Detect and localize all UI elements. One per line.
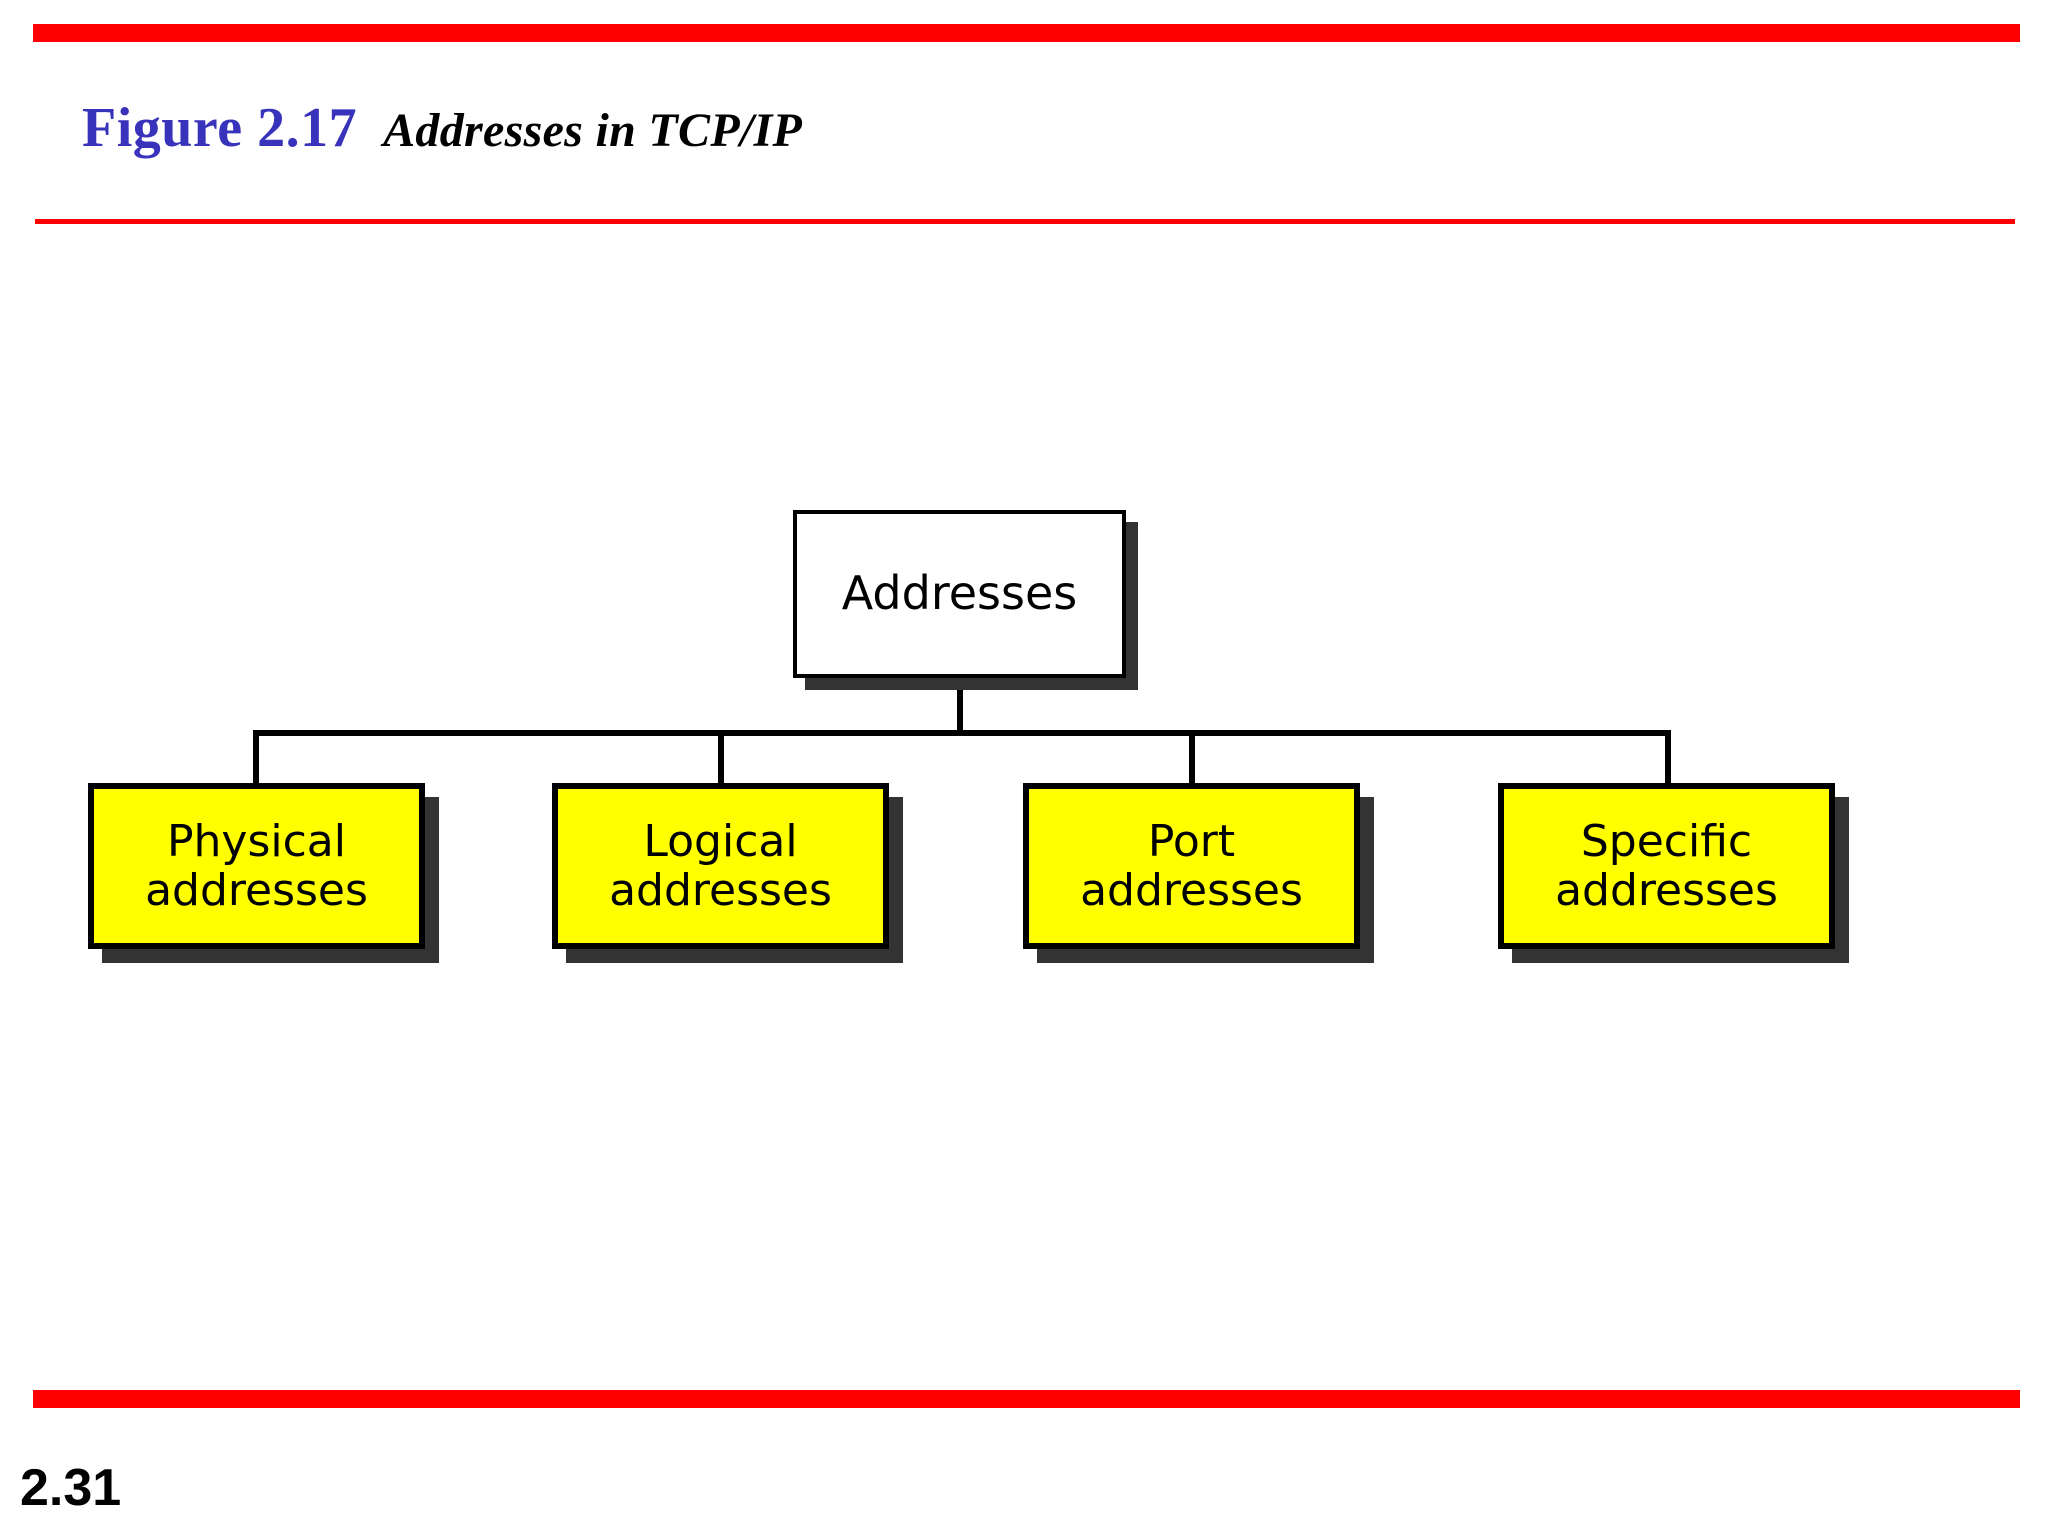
node-logical-addresses-label: Logical addresses	[609, 815, 832, 916]
page-number: 2.31	[20, 1459, 122, 1517]
node-specific-addresses: Specific addresses	[1498, 783, 1835, 949]
node-addresses: Addresses	[793, 510, 1126, 678]
node-port-addresses: Port addresses	[1023, 783, 1360, 949]
bottom-red-rule	[33, 1390, 2020, 1408]
node-physical-addresses-label: Physical addresses	[145, 815, 368, 916]
figure-title: Figure 2.17 Addresses in TCP/IP	[82, 100, 802, 180]
connector-drop-specific	[1665, 734, 1671, 786]
connector-drop-port	[1189, 734, 1195, 786]
node-specific-addresses-label: Specific addresses	[1555, 815, 1778, 916]
top-red-rule	[33, 24, 2020, 42]
title-underline-rule	[35, 219, 2015, 224]
node-addresses-label: Addresses	[841, 566, 1078, 621]
connector-drop-physical	[253, 734, 259, 786]
node-logical-addresses: Logical addresses	[552, 783, 889, 949]
connector-drop-logical	[718, 734, 724, 786]
node-physical-addresses: Physical addresses	[88, 783, 425, 949]
figure-caption-label: Addresses in TCP/IP	[383, 104, 803, 157]
figure-number-label: Figure 2.17	[82, 97, 358, 159]
node-port-addresses-label: Port addresses	[1080, 815, 1303, 916]
connector-root-stem	[957, 676, 963, 734]
connector-horizontal-bus	[253, 730, 1671, 736]
